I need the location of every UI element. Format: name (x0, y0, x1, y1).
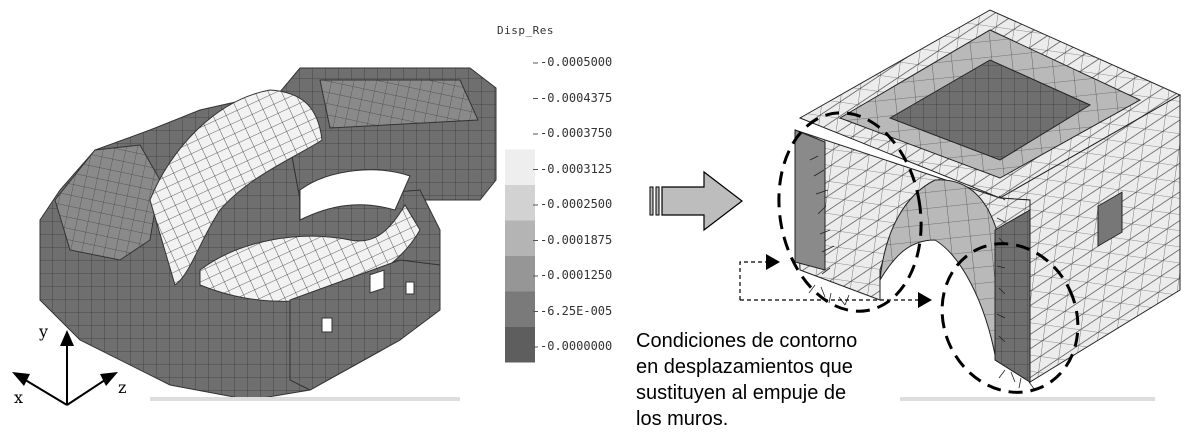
legend-value: -0.0003125 (540, 161, 613, 176)
legend-value: -0.0003750 (540, 126, 613, 140)
caption: Condiciones de contorno en desplazamient… (636, 328, 857, 432)
legend-swatch (505, 185, 535, 221)
legend-value: -6.25E-005 (540, 303, 613, 318)
legend-value: -0.0001250 (540, 268, 613, 282)
legend-swatch (505, 114, 535, 150)
legend-swatch (505, 78, 535, 114)
legend-swatch (505, 256, 535, 292)
caption-line: en desplazamientos que (636, 356, 853, 378)
legend-colorbar (505, 43, 538, 363)
legend-value: -0.0001875 (540, 232, 613, 247)
z-axis-label: z (118, 378, 127, 397)
legend-swatch (505, 220, 535, 256)
legend-swatch (505, 291, 535, 327)
x-axis-label: x (14, 388, 24, 407)
legend-swatch (505, 43, 535, 79)
legend-value: -0.0004375 (540, 90, 613, 105)
legend-value: -0.0005000 (540, 55, 613, 69)
legend-value: -0.0000000 (540, 339, 613, 353)
y-axis-label: y (39, 322, 49, 341)
transition-arrow (649, 170, 743, 232)
caption-line: Condiciones de contorno (636, 330, 858, 352)
boundary-condition-model (777, 9, 1182, 394)
caption-line: los muros. (636, 408, 729, 430)
caption-pointer (739, 254, 932, 308)
legend-swatch (505, 327, 535, 363)
caption-line: sustituyen al empuje de (636, 382, 847, 404)
legend-swatch (505, 149, 535, 185)
deformed-mesh-model (39, 67, 497, 401)
coordinate-axes (12, 330, 118, 406)
legend-value: -0.0002500 (540, 197, 613, 211)
legend-title: Disp_Res (497, 24, 554, 37)
